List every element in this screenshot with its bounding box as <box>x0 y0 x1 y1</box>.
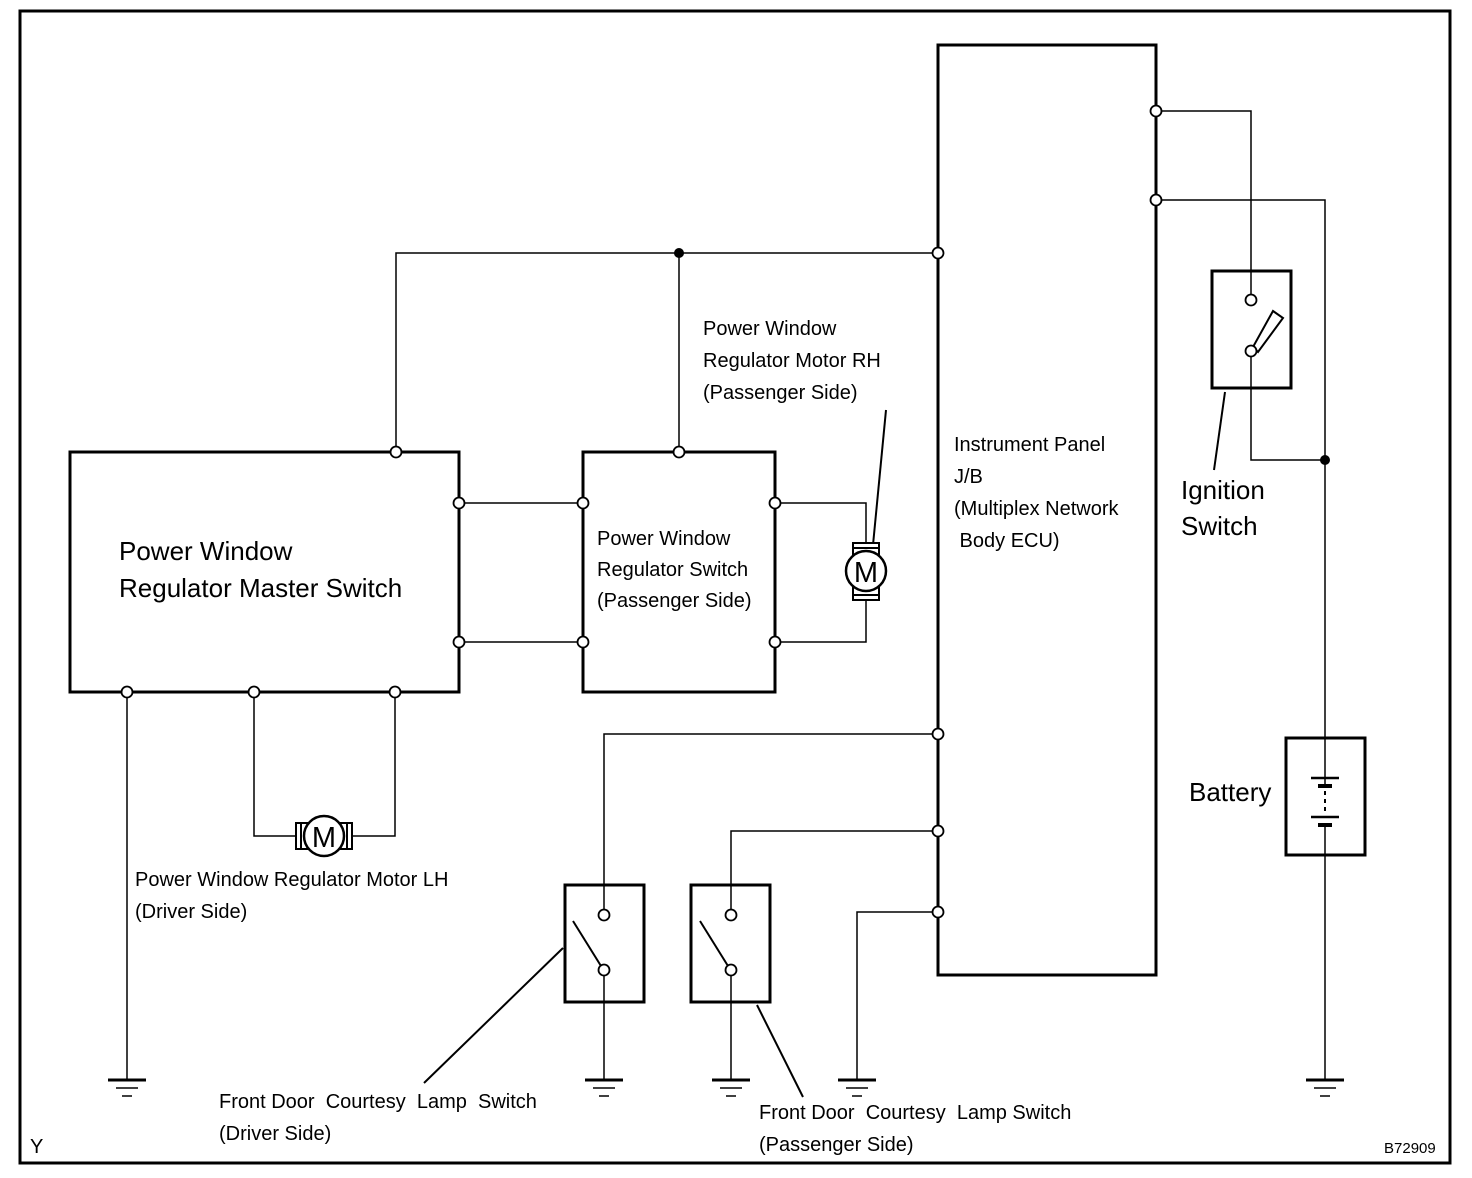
ignition-switch-label: Ignition Switch <box>1181 475 1265 541</box>
ground-icon <box>838 1078 876 1097</box>
ground-icon <box>712 1078 750 1097</box>
battery-icon <box>1311 776 1339 827</box>
ground-icon <box>108 1078 146 1097</box>
motor-lh-label: Power Window Regulator Motor LH (Driver … <box>135 869 449 923</box>
motor-lh-icon: M <box>295 814 353 858</box>
junction-block-label: Instrument Panel J/B (Multiplex Network … <box>954 434 1119 552</box>
leader-lines <box>423 391 1226 1098</box>
figure-code: B72909 <box>1384 1140 1436 1157</box>
ground-icon <box>1306 1078 1344 1097</box>
corner-mark: Y <box>30 1136 44 1158</box>
ground-icon <box>585 1078 623 1097</box>
junction-dots <box>674 248 1330 465</box>
motor-rh-icon: M <box>844 542 888 601</box>
courtesy-switch-passenger-label: Front Door Courtesy Lamp Switch (Passeng… <box>759 1102 1072 1156</box>
motor-lh-symbol: M <box>312 822 336 854</box>
motor-rh-symbol: M <box>854 557 878 589</box>
master-switch-box <box>68 450 461 694</box>
wires <box>126 110 1326 1080</box>
switch-blades <box>572 920 729 967</box>
junction-block-box <box>936 43 1158 977</box>
terminals <box>120 104 1258 977</box>
master-switch-label: Power Window Regulator Master Switch <box>119 536 403 603</box>
battery-label: Battery <box>1189 777 1272 807</box>
motor-rh-label: Power Window Regulator Motor RH (Passeng… <box>703 318 881 404</box>
outer-frame <box>18 9 1452 1165</box>
ground-symbols <box>108 1078 1344 1097</box>
passenger-switch-label: Power Window Regulator Switch (Passenger… <box>597 528 752 612</box>
courtesy-switch-driver-label: Front Door Courtesy Lamp Switch (Driver … <box>219 1091 537 1145</box>
ignition-key-icon <box>1251 309 1285 354</box>
